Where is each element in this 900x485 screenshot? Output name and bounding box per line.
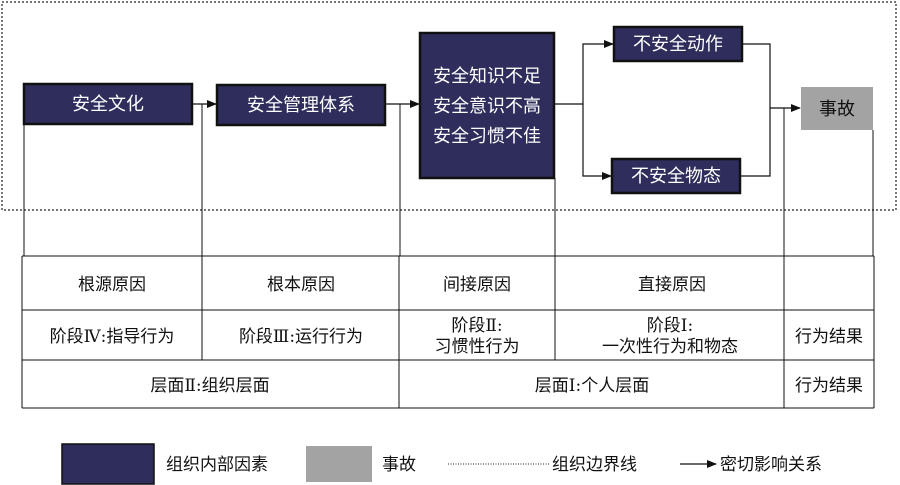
legend-swatch-org-factors [61, 443, 155, 485]
box-safety-management: 安全管理体系 [215, 83, 387, 127]
box-safety-culture-label: 安全文化 [72, 94, 144, 115]
box-unsafe-action-label: 不安全动作 [633, 34, 723, 55]
cause-fundamental: 根本原因 [267, 275, 335, 295]
level-result: 行为结果 [795, 376, 863, 396]
stage-1-line-1: 阶段Ⅰ: [647, 316, 693, 336]
box-accident-rect [801, 87, 873, 130]
box-unsafe-state-label: 不安全物态 [631, 166, 721, 187]
legend-label-org-factors: 组织内部因素 [166, 455, 268, 475]
arrow-knowledge-to-action [554, 40, 614, 105]
level-1: 层面Ⅰ:个人层面 [535, 376, 649, 396]
cause-indirect: 间接原因 [443, 275, 511, 295]
stage-2-line-2: 习惯性行为 [435, 337, 520, 357]
table-text: 根源原因 根本原因 间接原因 直接原因 阶段Ⅳ:指导行为 阶段Ⅲ:运行行为 阶段… [50, 275, 863, 396]
legend: 组织内部因素 事故 组织边界线 密切影响关系 [61, 443, 822, 485]
box-safety-management-label: 安全管理体系 [247, 95, 355, 116]
cause-direct: 直接原因 [638, 275, 706, 295]
stage-result: 行为结果 [795, 327, 863, 347]
legend-label-boundary: 组织边界线 [552, 455, 637, 475]
stage-2-line-1: 阶段Ⅱ: [451, 316, 502, 336]
box-safety-management-rect [215, 83, 387, 127]
arrow-knowledge-to-state [582, 104, 612, 180]
legend-swatch-accident [306, 446, 372, 482]
box-knowledge-rect [418, 31, 556, 180]
box-accident: 事故 [801, 87, 873, 130]
stage-table [21, 255, 875, 409]
arrow-state-to-accident [740, 108, 771, 177]
stage-3: 阶段Ⅲ:运行行为 [239, 327, 363, 347]
cause-root: 根源原因 [78, 275, 146, 295]
arrow-action-to-accident [742, 43, 801, 112]
stage-1-line-2: 一次性行为和物态 [602, 337, 738, 357]
legend-label-accident: 事故 [382, 455, 416, 475]
box-accident-label: 事故 [819, 99, 855, 120]
organization-boundary [1, 1, 897, 211]
box-unsafe-action: 不安全动作 [612, 25, 744, 63]
box-safety-culture: 安全文化 [22, 82, 194, 126]
box-knowledge-line-3: 安全习惯不佳 [433, 126, 541, 147]
box-knowledge: 安全知识不足 安全意识不高 安全习惯不佳 [418, 31, 556, 180]
stage-4: 阶段Ⅳ:指导行为 [50, 327, 175, 347]
influence-arrows [192, 40, 801, 180]
box-unsafe-state: 不安全物态 [610, 157, 742, 195]
box-knowledge-line-1: 安全知识不足 [433, 66, 541, 87]
level-2: 层面Ⅱ:组织层面 [150, 376, 269, 396]
stage-connector-lines [23, 104, 874, 256]
box-knowledge-line-2: 安全意识不高 [433, 96, 541, 117]
legend-label-relation: 密切影响关系 [720, 455, 822, 475]
